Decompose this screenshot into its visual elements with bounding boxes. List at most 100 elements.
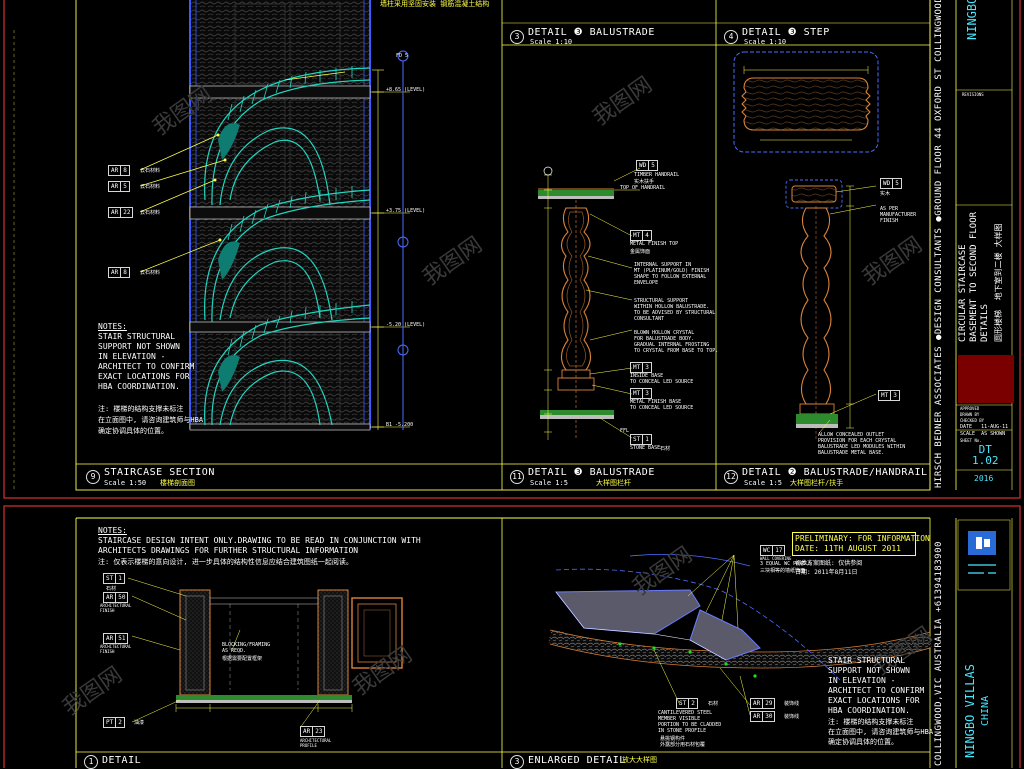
detail-scale: Scale 1:50 — [104, 479, 147, 487]
detail-number-bubble: 1 — [84, 755, 98, 769]
handrail-detail-drawing — [785, 179, 877, 440]
level-label: TOP OF HANDRAIL — [620, 185, 666, 191]
notes-line: STAIRCASE DESIGN INTENT ONLY.DRAWING TO … — [98, 536, 421, 545]
detail-title: DETAIL ❸ BALUSTRADE — [528, 27, 655, 38]
tag-number: 2 — [115, 718, 124, 727]
top-cn-note: 墙柱采用坚固安装 钢筋混凝土结构 — [380, 0, 490, 8]
sheet-number: DT 1.02 — [972, 443, 999, 467]
staircase-section-drawing — [139, 0, 410, 431]
tag-number: 8 — [120, 166, 129, 175]
tag-number: 3 — [642, 363, 651, 372]
tag-number: 3 — [890, 391, 899, 400]
detail-scale: Scale 1:5 — [530, 479, 568, 487]
blocking-note: BLOCKING/FRAMING AS REQD. — [222, 642, 271, 654]
tag-cn: 金属饰面 — [630, 249, 651, 255]
tag-code: AR — [111, 209, 119, 216]
detail-scale: Scale 1:10 — [530, 38, 573, 46]
tag-cn: 石材 — [106, 586, 117, 592]
column-detail-drawing — [127, 577, 403, 729]
tag-code: PT — [106, 719, 114, 726]
balustrade-note: TIMBER HANDRAIL — [634, 172, 680, 178]
detail-number-bubble: 4 — [724, 30, 738, 44]
tag-cn: 云石材料 — [140, 168, 161, 174]
notes-cn-line: 注: 楼梯的结构支撑未标注 — [98, 405, 184, 413]
notes-line: STAIR STRUCTURAL — [828, 656, 906, 665]
detail-number-bubble: 9 — [86, 470, 100, 484]
notes-line: SUPPORT NOT SHOWN — [828, 666, 910, 675]
tag-number: 4 — [642, 231, 651, 240]
balustrade-note: BLOWN HOLLOW CRYSTAL FOR BALUSTRADE BODY… — [634, 330, 719, 354]
preliminary-box — [792, 532, 916, 556]
tag-code: AR — [753, 713, 761, 720]
notes-heading: NOTES: — [98, 526, 127, 535]
tag-code: AR — [303, 728, 311, 735]
notes-line: EXACT LOCATIONS FOR — [828, 696, 920, 705]
detail-title: DETAIL — [102, 755, 142, 766]
tag-cn: WALL COVERING — [760, 556, 792, 561]
detail-scale: Scale 1:10 — [744, 38, 787, 46]
notes-heading: NOTES: — [98, 322, 127, 331]
tag-number: 29 — [762, 699, 774, 708]
tag-cn: ARCHITECTURAL FINISH — [100, 644, 132, 654]
level-label: B1 -5.200 — [386, 422, 414, 428]
detail-title-cn: 放大大样图 — [622, 756, 657, 764]
balustrade-note: STRUCTURAL SUPPORT WITHIN HOLLOW BALUSTR… — [634, 298, 716, 322]
balustrade-note: METAL FINISH TOP — [630, 241, 679, 247]
detail-number-bubble: 11 — [510, 470, 524, 484]
revisions-label: REVISIONS — [962, 92, 984, 97]
tag-cn: 石材 — [660, 446, 671, 452]
preliminary-cn: 初步方案图纸: 仅供参阅 — [795, 560, 863, 567]
detail-number-bubble: 3 — [510, 30, 524, 44]
tag-code: AR — [111, 167, 119, 174]
detail-title-cn: 大样图栏杆/扶手 — [790, 479, 844, 487]
level-label: +8.65 (LEVEL) — [386, 87, 426, 93]
notes-line: IN ELEVATION - — [828, 676, 896, 685]
tag-number: 51 — [115, 634, 127, 643]
checked-by-label: CHECKED BY — [960, 418, 985, 423]
detail-title: ENLARGED DETAIL — [528, 755, 626, 766]
notes-cn-line: 注: 楼梯的结构支撑未标注 — [828, 718, 914, 726]
tag-code: MT — [633, 390, 641, 397]
notes-cn-line: 确定协调具体的位置。 — [98, 427, 168, 435]
detail-title: DETAIL ❷ BALUSTRADE/HANDRAIL — [742, 467, 928, 478]
notes-cn-line: 在立面图中, 请咨询建筑师与HBA — [828, 728, 934, 736]
notes-cn-line: 在立面图中, 请咨询建筑师与HBA — [98, 416, 204, 424]
detail-scale: Scale 1:5 — [744, 479, 782, 487]
notes-cn: 注: 仅表示楼梯的意向设计, 进一步具体的结构性信息应结合建筑图纸一起阅读。 — [98, 558, 353, 566]
detail-title-cn: 楼梯剖面图 — [160, 479, 195, 487]
approved-label: APPROVED — [960, 406, 980, 411]
tag-code: AR — [106, 635, 114, 642]
steel-note-cn: 悬挑钢构件 外露部分用石材包覆 — [660, 736, 706, 748]
tag-code: AR — [111, 183, 119, 190]
tag-number: 30 — [762, 712, 774, 721]
tag-number: 2 — [688, 699, 697, 708]
detail-title: STAIRCASE SECTION — [104, 467, 215, 478]
tag-cn: 石材 — [708, 701, 719, 707]
tag-code: MT — [633, 364, 641, 371]
balustrade-note: INTERNAL SUPPORT IN MT (PLATINUM/GOLD) F… — [634, 262, 710, 286]
tag-cn: 云石材料 — [140, 184, 161, 190]
drawing-title-cn: 圆形楼梯 地下室到二楼 大样图 — [994, 223, 1003, 342]
date-label: DATE 11-AUG-11 — [960, 424, 1009, 430]
tag-code: WC — [763, 547, 771, 554]
balustrade-note: STONE BASE — [630, 445, 661, 451]
job-number: 2016 — [974, 474, 994, 483]
preliminary-date: DATE: 11TH AUGUST 2011 — [795, 544, 901, 553]
wall-panel-note-cn: 三块相等的墙纸饰面 — [760, 568, 806, 574]
sheet-frames — [3, 0, 1021, 768]
tag-number: 5 — [120, 182, 129, 191]
